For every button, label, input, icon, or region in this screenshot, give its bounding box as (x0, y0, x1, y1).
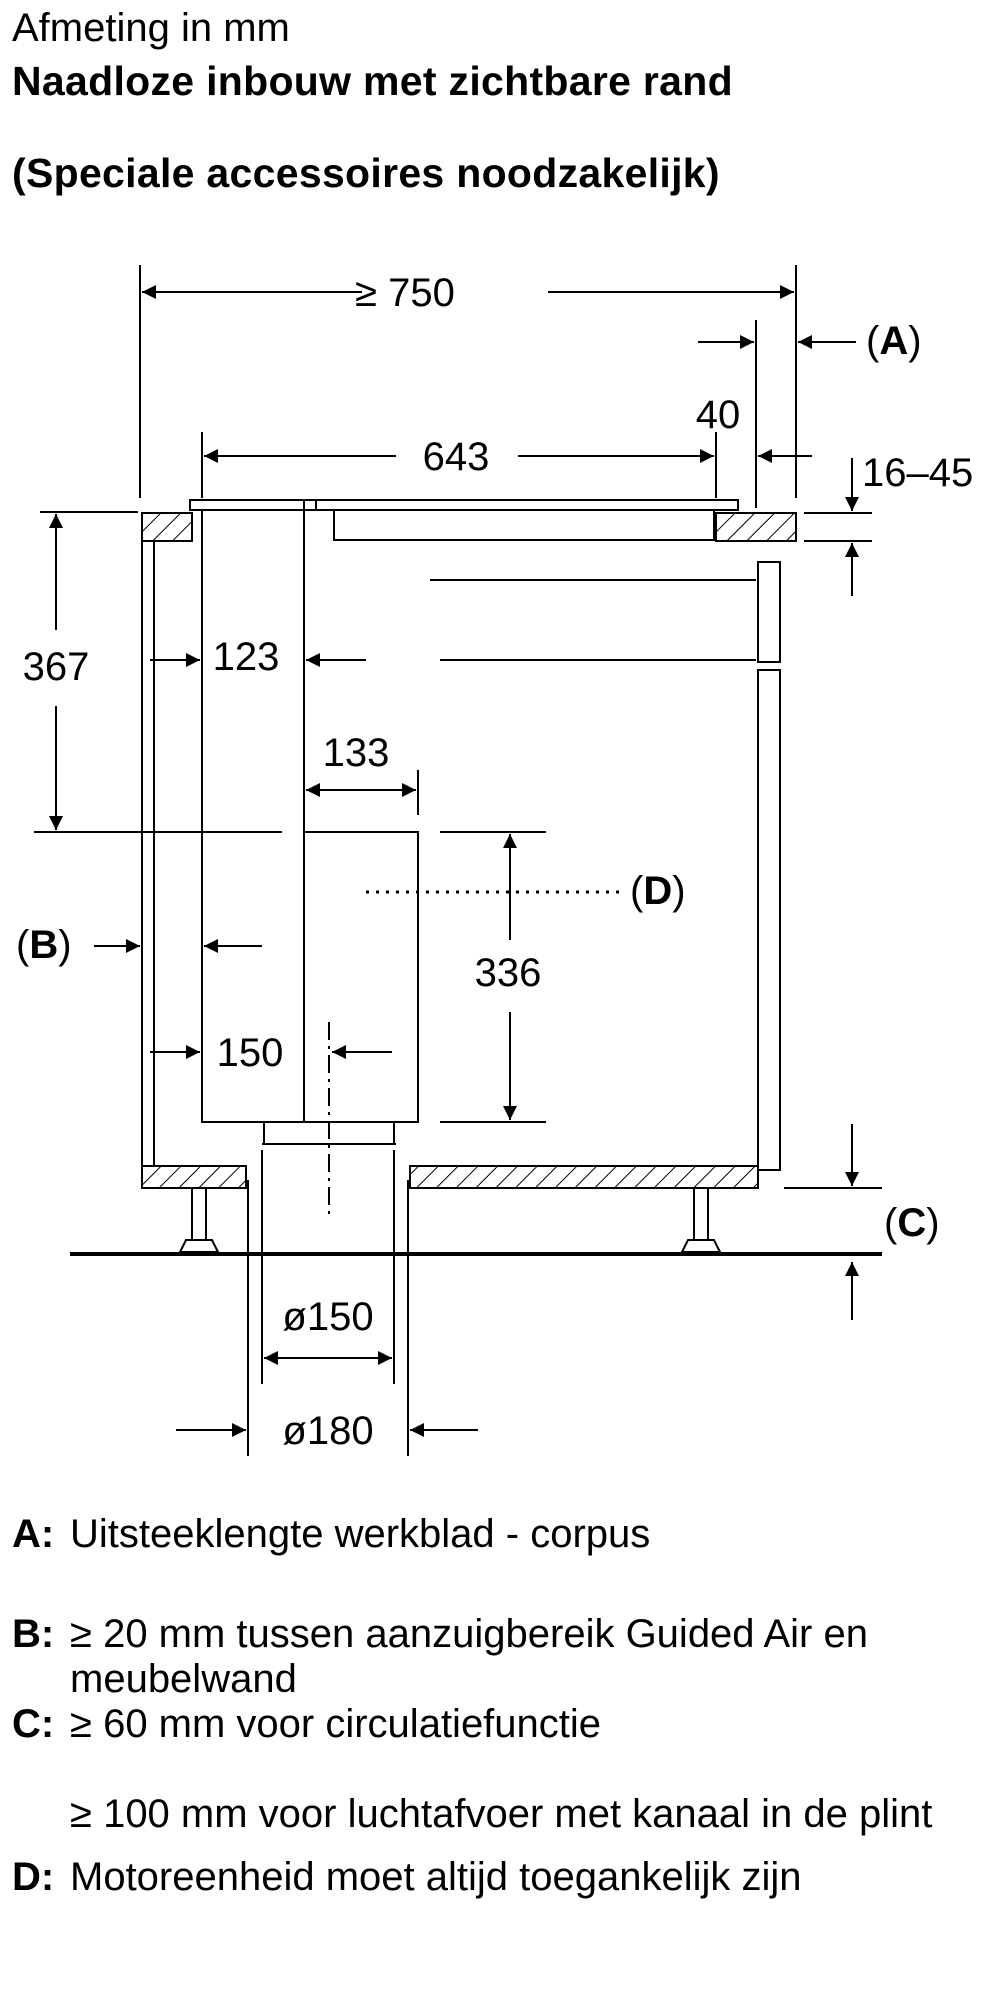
hob-body (333, 509, 715, 541)
dim-outlet-outer: ø180 (282, 1409, 373, 1453)
worktop-left (141, 512, 193, 542)
dim-motor-height: 336 (475, 951, 542, 995)
installation-diagram: ≥ 750 (A) 40 643 16–45 367 123 133 (D) (… (16, 265, 973, 1456)
legend-text-c: ≥ 60 mm voor circulatiefunctie (70, 1702, 602, 1746)
legend-key-a: A: (12, 1512, 55, 1556)
subtitle: Afmeting in mm (12, 6, 290, 50)
legend-text-c-extra: ≥ 100 mm voor luchtafvoer met kanaal in … (70, 1792, 933, 1836)
dim-outlet-inner: ø150 (282, 1295, 373, 1339)
worktop-right (715, 512, 797, 542)
motor-unit (303, 831, 419, 1123)
dim-wall-gap: 150 (217, 1031, 284, 1075)
dim-duct-width: 123 (213, 635, 280, 679)
label-b: (B) (16, 923, 72, 967)
hob-top (189, 499, 739, 511)
legend-item-a: A: Uitsteeklengte werkblad - corpus (12, 1512, 972, 1557)
dim-motor-width: 133 (323, 731, 390, 775)
label-a: (A) (866, 319, 922, 363)
page-title: Naadloze inbouw met zichtbare rand (12, 58, 733, 104)
legend-text-d: Motoreenheid moet altijd toegankelijk zi… (70, 1855, 802, 1899)
label-c: (C) (884, 1201, 940, 1245)
label-d: (D) (630, 869, 686, 913)
front-panel-lower (757, 669, 781, 1171)
duct-unit (201, 509, 305, 1123)
dim-hob-width: 643 (423, 435, 490, 479)
leg-right (693, 1187, 709, 1241)
cabinet-floor-left (141, 1165, 247, 1189)
dim-worktop-thickness: 16–45 (862, 451, 973, 495)
legend-text-a: Uitsteeklengte werkblad - corpus (70, 1512, 651, 1556)
cabinet-floor-right (409, 1165, 759, 1189)
leg-left (191, 1187, 207, 1241)
dim-overall-width: ≥ 750 (355, 271, 455, 315)
legend-item-b: B: ≥ 20 mm tussen aanzuigbereik Guided A… (12, 1612, 972, 1702)
floor-line (70, 1252, 882, 1256)
dim-overhang: 40 (696, 393, 741, 437)
legend-key-c: C: (12, 1702, 55, 1746)
note: (Speciale accessoires noodzakelijk) (12, 150, 720, 196)
legend-item-c-extra: ≥ 100 mm voor luchtafvoer met kanaal in … (12, 1792, 972, 1837)
legend-text-b: ≥ 20 mm tussen aanzuigbereik Guided Air … (70, 1612, 868, 1701)
legend-key-b: B: (12, 1612, 55, 1656)
front-panel-upper (757, 561, 781, 663)
legend-item-c: C: ≥ 60 mm voor circulatiefunctie (12, 1702, 972, 1747)
legend-item-d: D: Motoreenheid moet altijd toegankelijk… (12, 1855, 972, 1900)
dim-cabinet-height: 367 (23, 645, 90, 689)
legend-key-d: D: (12, 1855, 55, 1899)
